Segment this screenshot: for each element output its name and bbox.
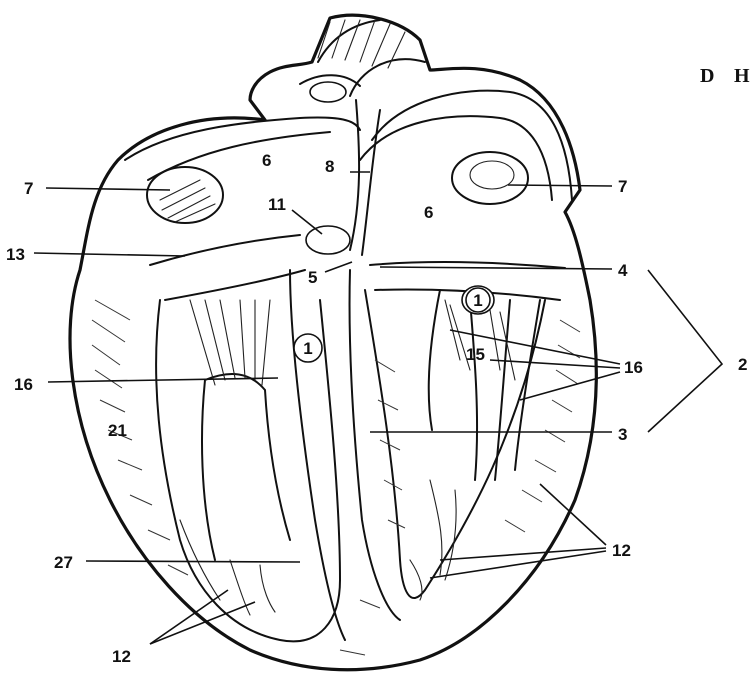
- heart-outer-wall: [70, 15, 596, 669]
- septal-opening: [306, 226, 350, 254]
- label-16-right: 16: [624, 358, 643, 377]
- label-12-right: 12: [612, 541, 631, 560]
- label-13: 13: [6, 245, 25, 264]
- label-6-right: 6: [424, 203, 433, 222]
- label-21: 21: [108, 421, 127, 440]
- label-2: 2: [738, 355, 747, 374]
- label-12-bottom: 12: [112, 647, 131, 666]
- label-6-left: 6: [262, 151, 271, 170]
- label-4: 4: [618, 261, 628, 280]
- label-3: 3: [618, 425, 627, 444]
- label-7-left: 7: [24, 179, 33, 198]
- leader-27: [86, 561, 300, 562]
- heart-illustration: [70, 15, 596, 669]
- vessel-opening: [310, 82, 346, 102]
- label-11: 11: [268, 195, 286, 214]
- label-15: 15: [466, 345, 485, 364]
- bracket-2: [648, 270, 722, 432]
- leader-7-right: [508, 185, 612, 186]
- panel-letter: D: [700, 65, 714, 87]
- label-27: 27: [54, 553, 73, 572]
- label-5: 5: [308, 268, 317, 287]
- label-7-right: 7: [618, 177, 627, 196]
- circled-label-1-right: 1: [473, 291, 482, 310]
- label-16-left: 16: [14, 375, 33, 394]
- panel-title-fragment: H: [734, 65, 750, 87]
- label-8: 8: [325, 157, 334, 176]
- circled-label-1-septum: 1: [303, 339, 312, 358]
